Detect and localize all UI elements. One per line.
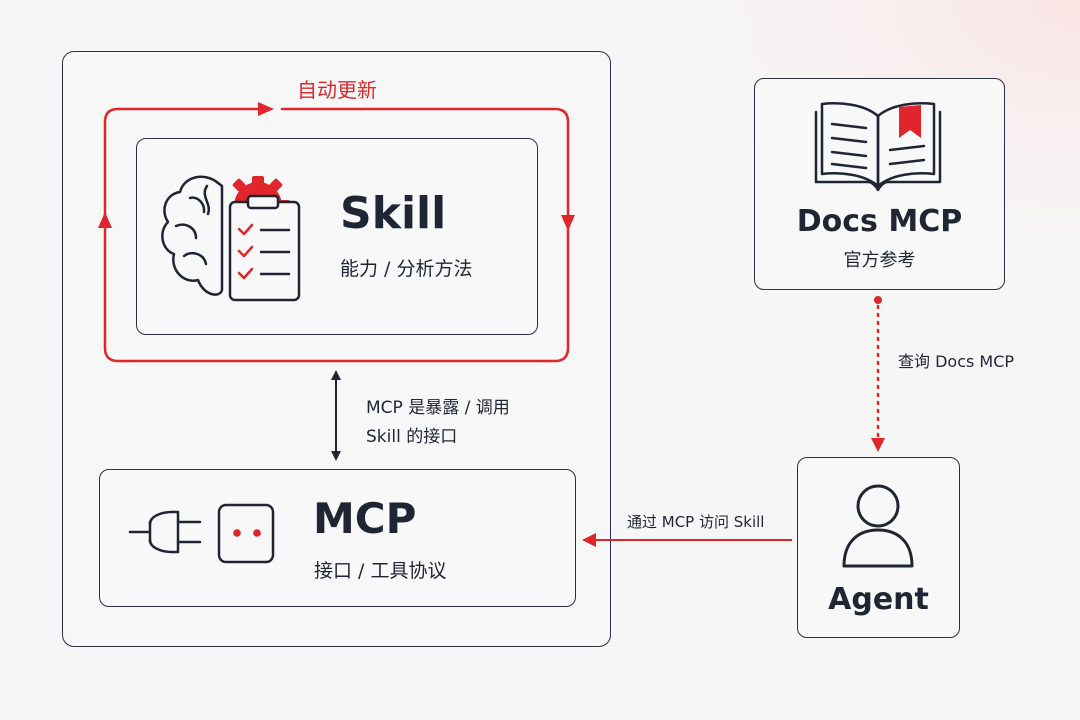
loop-arrow-top — [258, 102, 274, 116]
clipboard-checklist-icon — [228, 194, 301, 302]
docs-agent-arrowhead — [871, 438, 885, 452]
query-docs-label: 查询 Docs MCP — [898, 352, 1015, 371]
bookmark-icon — [899, 105, 921, 138]
mcp-title: MCP — [313, 494, 417, 543]
auto-update-loop — [103, 107, 570, 363]
docs-mcp-title: Docs MCP — [796, 204, 963, 239]
plug-icon — [128, 510, 202, 554]
docs-link-start-dot — [874, 296, 882, 304]
loop-arrow-right — [561, 215, 575, 231]
mcp-subtitle: 接口 / 工具协议 — [314, 560, 447, 582]
skill-title: Skill — [340, 188, 447, 239]
access-skill-label: 通过 MCP 访问 Skill — [627, 513, 765, 531]
open-book-icon — [814, 102, 942, 192]
skill-mcp-relation-line2: Skill 的接口 — [366, 427, 458, 447]
auto-update-label: 自动更新 — [297, 78, 377, 102]
skill-node — [136, 138, 538, 335]
agent-title: Agent — [828, 582, 929, 617]
agent-mcp-arrowhead — [582, 533, 596, 547]
skill-subtitle: 能力 / 分析方法 — [340, 258, 473, 280]
docs-mcp-subtitle: 官方参考 — [843, 250, 916, 271]
loop-arrow-left — [98, 212, 112, 228]
person-icon — [842, 484, 914, 568]
brain-icon — [161, 175, 224, 296]
socket-icon — [217, 503, 275, 564]
skill-mcp-relation-line1: MCP 是暴露 / 调用 — [366, 398, 510, 418]
